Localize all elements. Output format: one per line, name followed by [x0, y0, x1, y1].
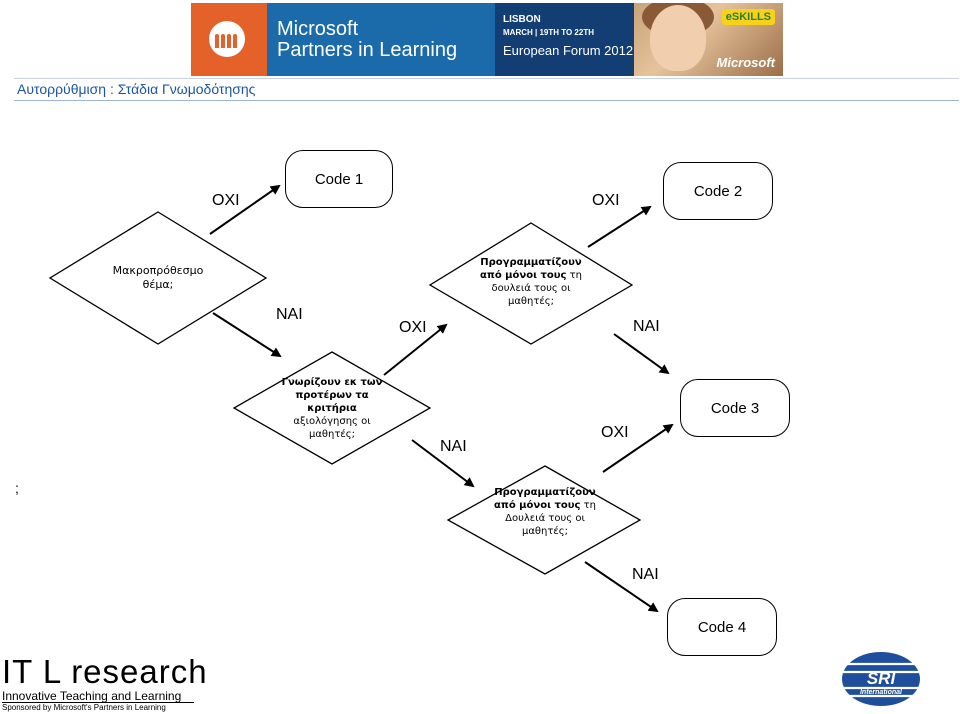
banner-city: LISBON	[503, 14, 541, 25]
itl-logo-title: IT L research	[2, 653, 208, 690]
itl-logo-tagline: Innovative Teaching and Learning	[2, 689, 182, 703]
page-subtitle: Αυτορρύθμιση : Στάδια Γνωμοδότησης	[17, 81, 256, 97]
label-nai-1: ΝΑΙ	[276, 306, 303, 323]
banner-title-line2: Partners in Learning	[277, 39, 458, 61]
itl-logo-sponsor: Sponsored by Microsoft's Partners in Lea…	[2, 703, 166, 712]
arrow-d4-code3	[602, 423, 674, 473]
banner-event-block: LISBON MARCH | 19TH TO 22TH European For…	[495, 3, 634, 76]
decision-4-line1: Προγραμματίζουν	[494, 487, 596, 498]
decision-3-text: Γνωρίζουν εκ των προτέρων τα κριτήρια αξ…	[272, 376, 392, 441]
event-banner: Microsoft Partners in Learning LISBON MA…	[191, 3, 783, 76]
banner-title-line1: Microsoft	[277, 18, 359, 40]
decision-3-line2: προτέρων τα	[295, 390, 369, 401]
sri-logo-text: SRI	[867, 669, 897, 688]
decision-4-line2-bold: από μόνοι τους	[494, 500, 581, 511]
banner-photo: eSKILLS Microsoft	[634, 3, 783, 76]
label-oxi-1: ΟΧΙ	[212, 192, 240, 209]
label-oxi-2: ΟΧΙ	[399, 319, 427, 336]
arrow-d2-code3	[613, 333, 670, 375]
decision-diamond-4	[446, 465, 642, 575]
decision-3-line1: Γνωρίζουν εκ των	[281, 377, 383, 388]
decision-3-line3: κριτήρια	[307, 403, 357, 414]
banner-event-name: European Forum 2012	[503, 43, 634, 58]
code-4-box: Code 4	[667, 598, 777, 656]
decision-3-line5: μαθητές;	[308, 429, 356, 440]
code-2-box: Code 2	[663, 162, 773, 220]
arrow-d3-d4	[411, 439, 475, 488]
microsoft-logo: Microsoft	[716, 55, 776, 70]
decision-1-line2: θέμα;	[142, 278, 174, 291]
sri-logo-subtext: International	[860, 689, 903, 696]
decision-4-line3: Δουλειά τους οι	[505, 513, 585, 524]
decision-diamond-1	[48, 211, 268, 345]
decision-diamond-3	[232, 351, 432, 465]
stray-semicolon: ;	[15, 480, 19, 496]
decision-4-text: Προγραμματίζουν από μόνοι τους τη Δουλει…	[475, 486, 615, 538]
code-1-box: Code 1	[285, 150, 393, 208]
arrow-d3-d2	[383, 323, 448, 376]
sri-international-logo: SRI International	[842, 652, 920, 706]
arrow-d1-d3	[212, 312, 282, 358]
decision-2-line4: μαθητές;	[507, 296, 555, 307]
label-nai-3: ΝΑΙ	[440, 438, 467, 455]
arrow-d1-code1	[209, 184, 281, 235]
decision-2-line1: Προγραμματίζουν	[480, 257, 582, 268]
label-nai-2: ΝΑΙ	[633, 318, 660, 335]
people-icon	[209, 21, 245, 57]
decision-4-line4: μαθητές;	[521, 526, 569, 537]
decision-diamond-2	[428, 222, 634, 345]
banner-title-block: Microsoft Partners in Learning	[267, 3, 495, 76]
arrow-d4-code4	[584, 561, 659, 613]
decision-2-line3: δουλειά τους οι	[491, 283, 571, 294]
decision-2-text: Προγραμματίζουν από μόνοι τους τη δουλει…	[461, 256, 601, 308]
partners-logo-block	[191, 3, 267, 76]
decision-4-line2-rest: τη	[580, 500, 596, 511]
itl-research-logo: IT L research Innovative Teaching and Le…	[2, 655, 207, 713]
decision-1-line1: Μακροπρόθεσμο	[112, 264, 204, 277]
code-3-box: Code 3	[680, 379, 790, 437]
photo-face	[650, 5, 706, 71]
decision-2-line2-rest: τη	[566, 270, 582, 281]
arrow-d2-code2	[587, 205, 652, 248]
decision-3-line4: αξιολόγησης οι	[293, 416, 371, 427]
subtitle-bar: Αυτορρύθμιση : Στάδια Γνωμοδότησης	[14, 78, 959, 101]
decision-1-text: Μακροπρόθεσμο θέμα;	[88, 264, 228, 292]
banner-dates: MARCH | 19TH TO 22TH	[503, 28, 594, 37]
itl-logo-rule	[2, 702, 194, 703]
label-oxi-3: ΟΧΙ	[592, 192, 620, 209]
eskills-badge: eSKILLS	[721, 9, 775, 25]
label-nai-4: ΝΑΙ	[632, 566, 659, 583]
label-oxi-4: ΟΧΙ	[601, 424, 629, 441]
decision-2-line2-bold: από μόνοι τους	[480, 270, 567, 281]
